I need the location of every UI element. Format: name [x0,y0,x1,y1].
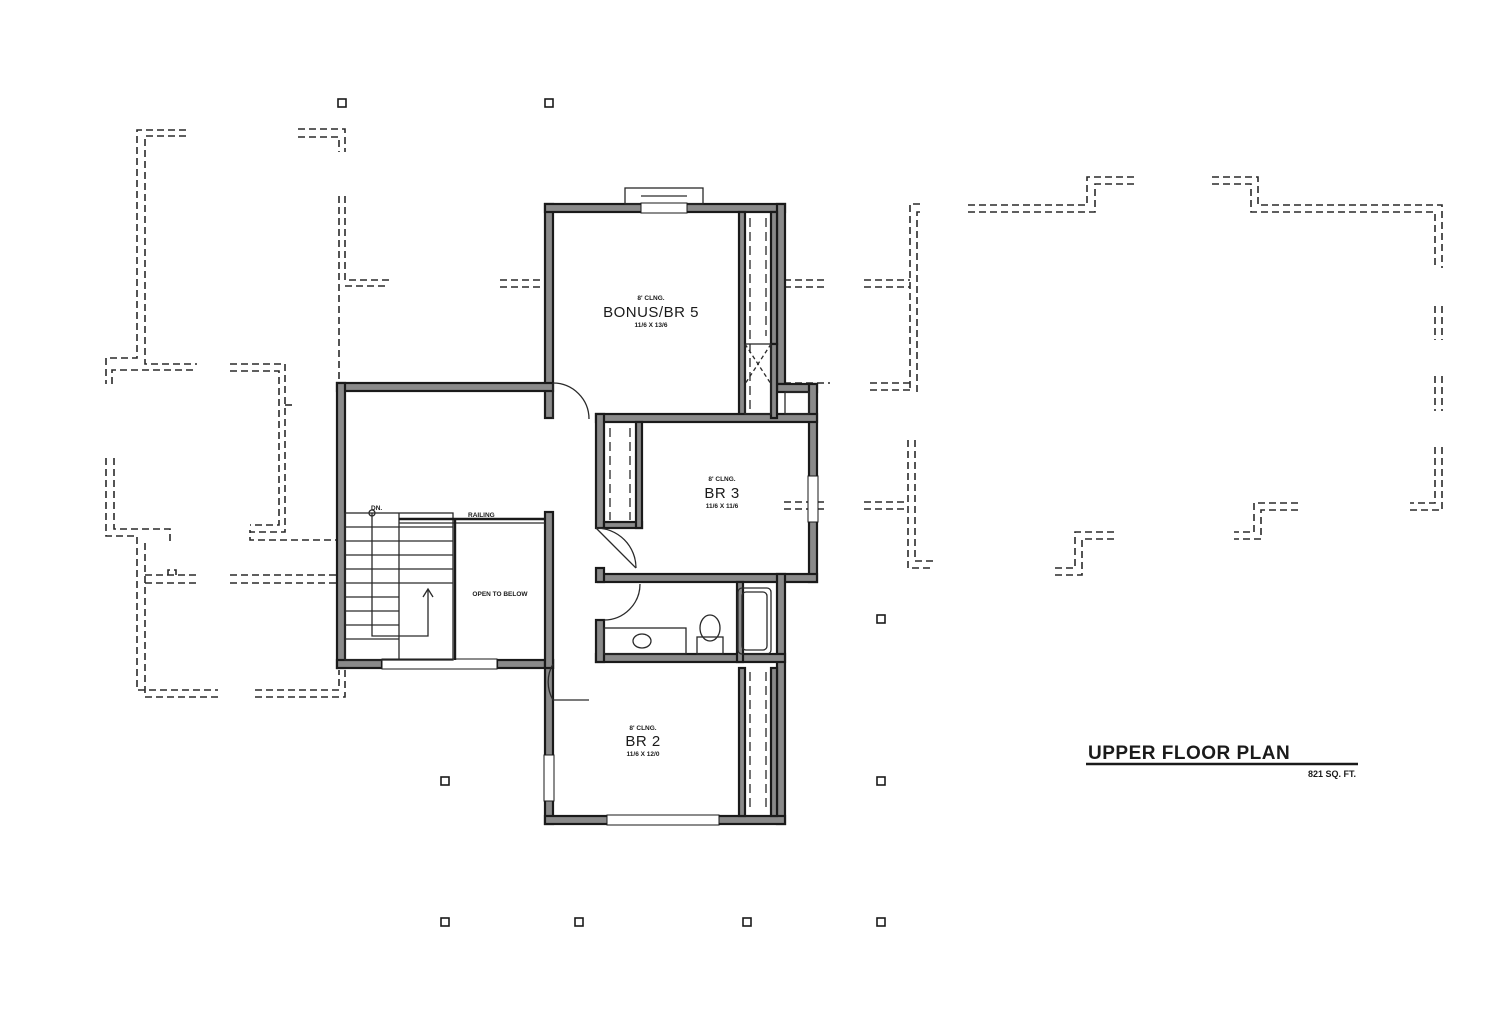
bonus-name: BONUS/BR 5 [603,304,699,321]
plan-title: UPPER FLOOR PLAN [1088,743,1290,764]
open-to-below-label: OPEN TO BELOW [472,591,528,598]
stair-down-label: DN. [371,505,382,512]
railing-label: RAILING [468,512,495,519]
interior-walls [543,210,819,818]
br2-size: 11/6 X 12/0 [627,751,660,758]
bonus-ceiling: 8' CLNG. [637,295,664,302]
br3-name: BR 3 [704,485,739,502]
title-block: UPPER FLOOR PLAN 821 SQ. FT. [1086,743,1358,779]
plan-area: 821 SQ. FT. [1308,769,1356,779]
br3-ceiling: 8' CLNG. [708,476,735,483]
bathroom-fixtures [603,587,772,655]
lower-floor-outline-right [784,176,1443,576]
br3-size: 11/6 X 11/6 [706,503,739,510]
room-label-bonus: 8' CLNG. BONUS/BR 5 11/6 X 13/6 [603,295,699,329]
doors [547,382,641,701]
column-posts [337,98,886,927]
br2-ceiling: 8' CLNG. [629,725,656,732]
windows [381,187,819,826]
closets [609,218,810,810]
bonus-size: 11/6 X 13/6 [635,322,668,329]
br2-name: BR 2 [625,733,660,750]
room-label-br3: 8' CLNG. BR 3 11/6 X 11/6 [704,476,739,510]
lower-floor-outline-left [105,128,545,698]
staircase [344,509,545,661]
room-label-br2: 8' CLNG. BR 2 11/6 X 12/0 [625,725,660,758]
